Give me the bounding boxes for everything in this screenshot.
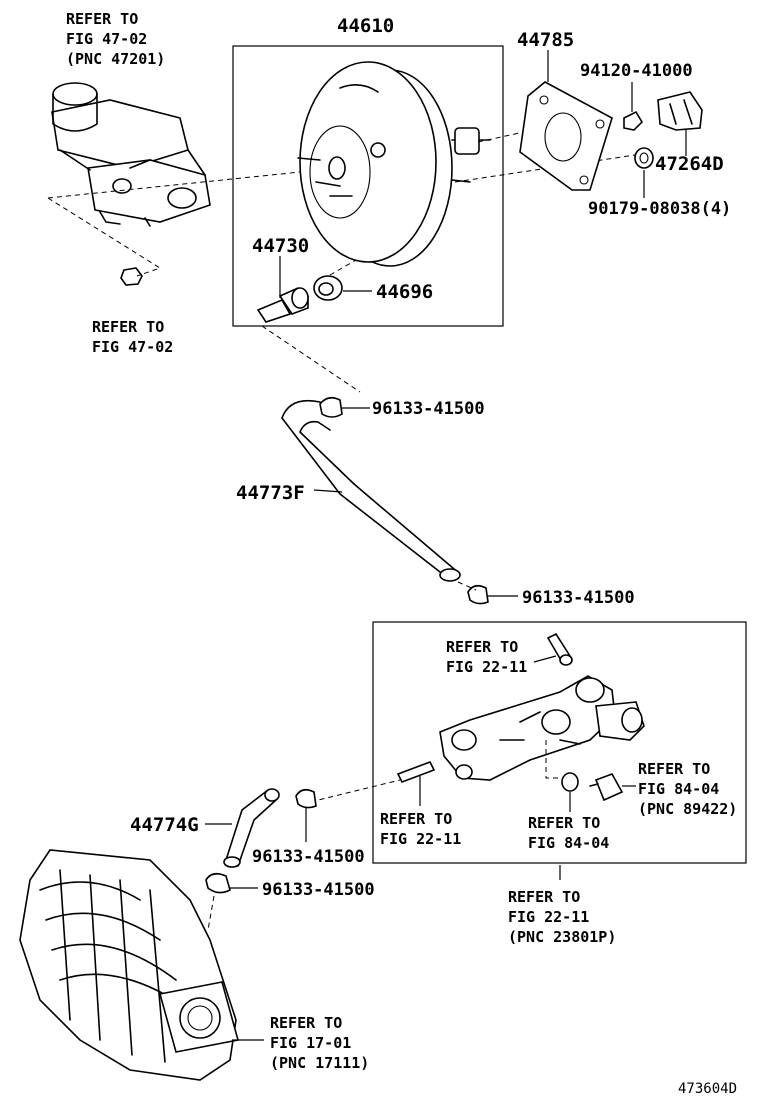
- mid-clip: [467, 584, 489, 605]
- dash-grommet-booster: [329, 259, 357, 276]
- grommet: [313, 275, 343, 301]
- svg-text:REFER TO: REFER TO: [270, 1014, 342, 1032]
- label-clip-upper: 96133-41500: [372, 399, 485, 419]
- ref-pipe-assy: REFER TO FIG 22-11 (PNC 23801P): [508, 888, 616, 946]
- master-cylinder: [51, 82, 211, 227]
- lower-hose: [223, 788, 280, 868]
- upper-hose: [281, 399, 461, 582]
- svg-text:REFER TO: REFER TO: [638, 760, 710, 778]
- illustration-code: 473604D: [678, 1081, 737, 1097]
- label-44696: 44696: [376, 281, 433, 303]
- nut-90179: [634, 147, 654, 169]
- svg-text:(PNC 47201): (PNC 47201): [66, 50, 165, 68]
- svg-text:FIG 22-11: FIG 22-11: [446, 658, 527, 676]
- bracket-47264D: [657, 91, 703, 131]
- label-clip-lower-a: 96133-41500: [252, 847, 365, 867]
- dash-valve-clip: [261, 325, 361, 393]
- label-clip-lower-b: 96133-41500: [262, 880, 375, 900]
- label-44773F: 44773F: [236, 482, 305, 504]
- svg-text:(PNC 17111): (PNC 17111): [270, 1054, 369, 1072]
- svg-text:FIG 84-04: FIG 84-04: [638, 780, 719, 798]
- svg-text:REFER TO: REFER TO: [380, 810, 452, 828]
- ref-stud: REFER TO FIG 22-11: [380, 810, 461, 848]
- ref-master-nut: REFER TO FIG 47-02: [92, 318, 173, 356]
- leader-union-bolt: [533, 655, 557, 663]
- dash-lower-clip-stud: [301, 779, 401, 805]
- svg-text:FIG 22-11: FIG 22-11: [508, 908, 589, 926]
- svg-text:REFER TO: REFER TO: [528, 814, 600, 832]
- ref-union-bolt: REFER TO FIG 22-11: [446, 638, 527, 676]
- label-44610: 44610: [337, 15, 394, 37]
- gasket: [561, 772, 579, 792]
- booster-group-frame: [232, 45, 504, 327]
- svg-text:(PNC 23801P): (PNC 23801P): [508, 928, 616, 946]
- label-44730: 44730: [252, 235, 309, 257]
- stud-bolt: [396, 760, 436, 784]
- svg-text:(PNC 89422): (PNC 89422): [638, 800, 737, 818]
- label-94120-41000: 94120-41000: [580, 61, 693, 81]
- svg-text:FIG 22-11: FIG 22-11: [380, 830, 461, 848]
- upper-clip: [319, 396, 343, 418]
- lower-clip-b: [205, 872, 231, 894]
- master-cylinder-nut: [120, 267, 143, 286]
- vacuum-pipe-assy: [439, 675, 645, 781]
- ref-manifold: REFER TO FIG 17-01 (PNC 17111): [270, 1014, 369, 1072]
- svg-text:REFER TO: REFER TO: [66, 10, 138, 28]
- ref-sensor: REFER TO FIG 84-04 (PNC 89422): [638, 760, 737, 818]
- dash-clip-manifold: [207, 895, 215, 931]
- booster-plate: [519, 81, 613, 191]
- leader-upper-hose: [313, 489, 343, 493]
- svg-text:FIG 47-02: FIG 47-02: [66, 30, 147, 48]
- union-bolt: [546, 632, 573, 666]
- brake-booster: [297, 61, 491, 267]
- svg-text:REFER TO: REFER TO: [92, 318, 164, 336]
- label-47264D: 47264D: [655, 153, 724, 175]
- svg-text:REFER TO: REFER TO: [446, 638, 518, 656]
- label-clip-mid: 96133-41500: [522, 588, 635, 608]
- nut-94120: [623, 110, 644, 131]
- svg-text:FIG 47-02: FIG 47-02: [92, 338, 173, 356]
- pipe-group-frame: [372, 621, 747, 864]
- svg-text:FIG 17-01: FIG 17-01: [270, 1034, 351, 1052]
- dash-master-nut: [47, 197, 162, 277]
- ref-gasket: REFER TO FIG 84-04: [528, 814, 609, 852]
- dash-hose-clip: [457, 581, 477, 591]
- label-44785: 44785: [517, 29, 574, 51]
- label-90179-08038: 90179-08038(4): [588, 199, 731, 219]
- vacuum-sensor: [589, 773, 624, 802]
- svg-text:FIG 84-04: FIG 84-04: [528, 834, 609, 852]
- label-44774G: 44774G: [130, 814, 199, 836]
- dash-gasket: [545, 740, 560, 779]
- svg-text:REFER TO: REFER TO: [508, 888, 580, 906]
- dash-master-booster: [47, 171, 301, 199]
- check-valve: [256, 287, 309, 323]
- intake-manifold: [19, 849, 240, 1081]
- lower-clip-a: [295, 788, 317, 809]
- ref-master-cylinder: REFER TO FIG 47-02 (PNC 47201): [66, 10, 165, 68]
